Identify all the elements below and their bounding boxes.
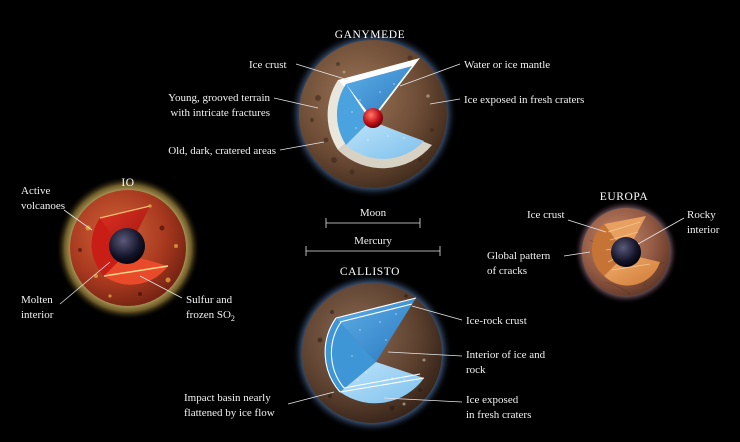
europa-group: EUROPA Ice crust Rocky interior Global p…	[487, 191, 720, 304]
callisto-ice-rock-crust-label: Ice-rock crust	[466, 315, 527, 327]
callisto-interior-label-1: Interior of ice and	[466, 349, 546, 361]
ganymede-group: GANYMEDE Ice crust Water or ice mantle Y…	[168, 29, 584, 198]
callisto-group: CALLISTO Ice-rock crust Interior of ice …	[184, 266, 546, 433]
callisto-title: CALLISTO	[340, 266, 400, 278]
europa-ice-crust-label: Ice crust	[527, 209, 565, 221]
ganymede-young-terrain-label-2: with intricate fractures	[170, 107, 270, 119]
moon-scale-label: Moon	[360, 207, 387, 219]
callisto-impact-label-1: Impact basin nearly	[184, 392, 271, 404]
io-molten-label-1: Molten	[21, 294, 53, 306]
ganymede-old-dark-label: Old, dark, cratered areas	[168, 145, 276, 157]
scale-bars: Moon Mercury	[306, 207, 440, 256]
europa-title: EUROPA	[600, 191, 649, 203]
callisto-ice-exposed-label-2: in fresh craters	[466, 409, 531, 421]
io-sulfur-label-1: Sulfur and	[186, 294, 233, 306]
callisto-interior-label-2: rock	[466, 364, 486, 376]
ganymede-core	[363, 108, 383, 128]
ganymede-ice-exposed-label: Ice exposed in fresh craters	[464, 94, 584, 106]
europa-global-label-2: of cracks	[487, 265, 527, 277]
io-active-label-2: volcanoes	[21, 200, 65, 212]
ganymede-title: GANYMEDE	[335, 29, 406, 41]
europa-global-label-1: Global pattern	[487, 250, 551, 262]
io-molten-label-2: interior	[21, 309, 54, 321]
europa-rocky-label-1: Rocky	[687, 209, 716, 221]
ganymede-young-terrain-label-1: Young, grooved terrain	[168, 92, 270, 104]
europa-core	[611, 237, 641, 267]
europa-rocky-label-2: interior	[687, 224, 720, 236]
io-group: IO Active volcanoes Molten interior Sulf…	[21, 176, 235, 323]
io-active-label-1: Active	[21, 185, 50, 197]
io-sulfur-label-2: frozen SO2	[186, 309, 235, 323]
io-title: IO	[121, 177, 134, 189]
ganymede-water-mantle-label: Water or ice mantle	[464, 59, 550, 71]
callisto-ice-exposed-label-1: Ice exposed	[466, 394, 519, 406]
callisto-impact-label-2: flattened by ice flow	[184, 407, 275, 419]
ganymede-ice-crust-label: Ice crust	[249, 59, 287, 71]
io-core	[109, 228, 145, 264]
mercury-scale-label: Mercury	[354, 235, 392, 247]
